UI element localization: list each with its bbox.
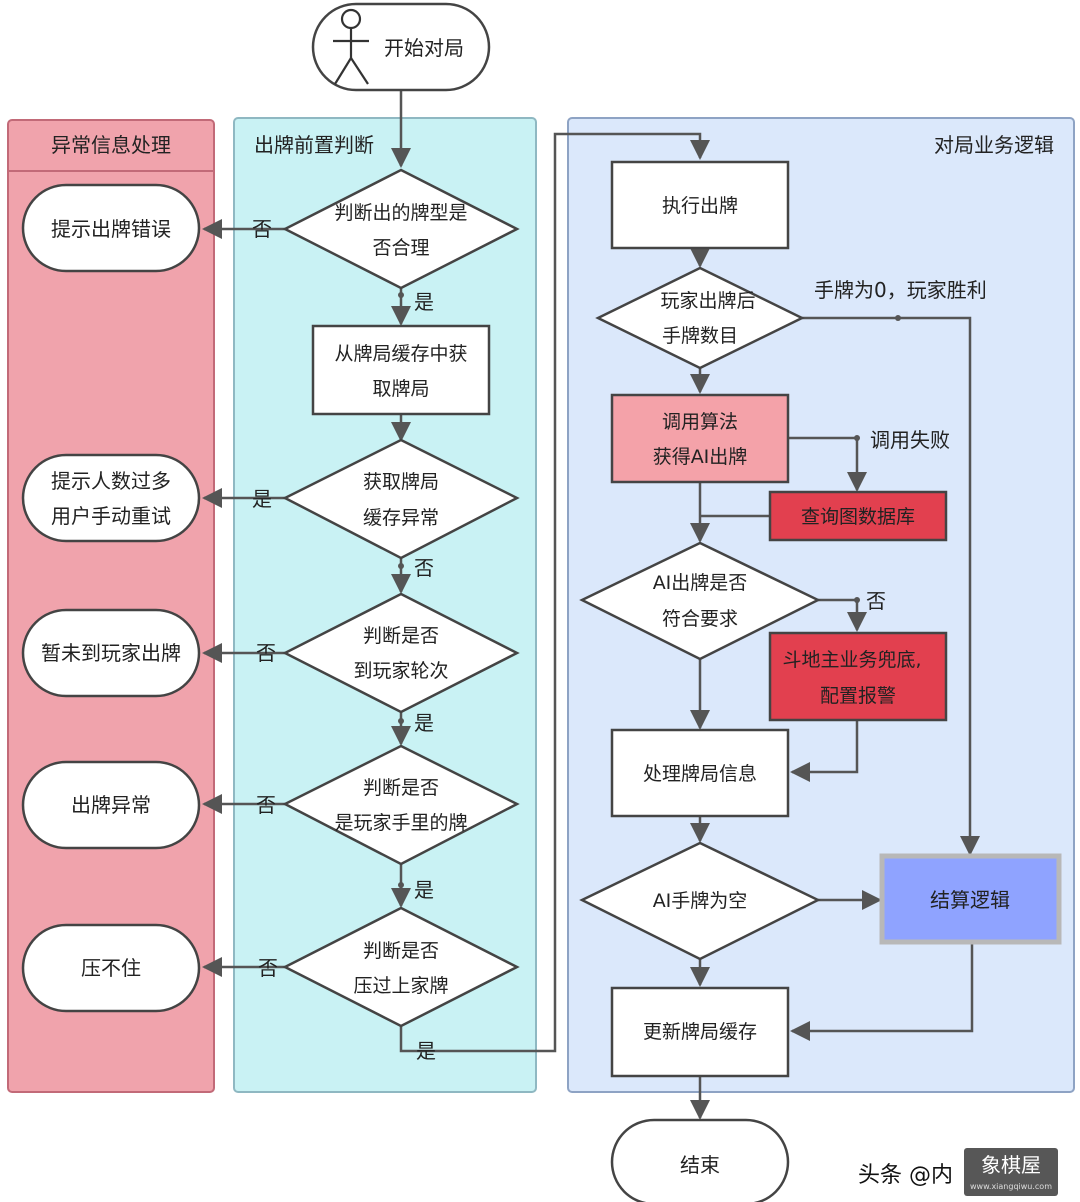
- watermark: 头条 @内 象棋屋 www.xiangqiwu.com: [858, 1148, 1058, 1196]
- exception-node-wrong-card: 提示出牌错误: [51, 217, 171, 241]
- start-label: 开始对局: [384, 36, 464, 60]
- exception-node-play-error: 出牌异常: [71, 793, 151, 817]
- d3-line1: 判断是否: [363, 625, 439, 647]
- lane-title-business: 对局业务逻辑: [934, 133, 1054, 157]
- edge-label-aiok-no: 否: [866, 589, 886, 613]
- algo-line2: 获得AI出牌: [653, 446, 748, 468]
- edge-label-d1-no: 否: [252, 217, 272, 241]
- count-line2: 手牌数目: [662, 325, 738, 347]
- p1-line1: 从牌局缓存中获: [334, 343, 467, 365]
- fallback-line1: 斗地主业务兜底,: [782, 649, 921, 671]
- watermark-logo: 象棋屋: [981, 1153, 1041, 1177]
- precheck-nodes: 判断出的牌型是 否合理 从牌局缓存中获 取牌局 获取牌局 缓存异常 判断是否 到…: [282, 168, 520, 1028]
- update-label: 更新牌局缓存: [643, 1021, 757, 1043]
- edge-label-d5-no: 否: [258, 956, 278, 980]
- end-node: 结束: [610, 1118, 790, 1202]
- actor-icon: [333, 8, 369, 85]
- edge-label-win: 手牌为0，玩家胜利: [814, 278, 987, 302]
- exception-node-too-many-line1: 提示人数过多: [51, 469, 171, 493]
- exception-node-too-many-line2: 用户手动重试: [51, 504, 171, 528]
- edge-label-d2-yes: 是: [252, 487, 272, 511]
- d4-line2: 是玩家手里的牌: [334, 812, 467, 834]
- edge-fallback-to-process: [790, 720, 859, 782]
- edge-label-d3-yes: 是: [414, 711, 434, 735]
- edge-label-d1-yes: 是: [414, 290, 434, 314]
- exception-terminals: 提示出牌错误 提示人数过多 用户手动重试 暂未到玩家出牌 出牌异常 压不住: [21, 183, 201, 1013]
- lane-exception: 异常信息处理: [7, 119, 215, 1093]
- watermark-source: 头条 @内: [858, 1163, 953, 1188]
- exception-node-not-turn: 暂未到玩家出牌: [41, 641, 181, 665]
- edge-label-fail: 调用失败: [870, 428, 950, 452]
- business-nodes: 执行出牌 玩家出牌后 手牌数目 调用算法 获得AI出牌 查询图数据库 AI出牌是…: [579, 160, 1062, 1078]
- lane-title-exception: 异常信息处理: [51, 133, 171, 157]
- settle-label: 结算逻辑: [930, 888, 1010, 912]
- edge-count-win-to-settle: [802, 316, 980, 856]
- lane-title-precheck: 出牌前置判断: [254, 133, 374, 157]
- edge-settle-to-update: [790, 944, 974, 1041]
- d3-line2: 到玩家轮次: [353, 660, 448, 682]
- edge-label-d5-yes: 是: [416, 1039, 436, 1063]
- p1-line2: 取牌局: [372, 378, 429, 400]
- watermark-logo-url: www.xiangqiwu.com: [970, 1182, 1052, 1191]
- fallback-line2: 配置报警: [820, 685, 896, 707]
- edge-d5-yes-to-exec: [399, 132, 710, 1053]
- exception-node-cannot-beat: 压不住: [81, 956, 141, 980]
- end-label: 结束: [680, 1153, 720, 1177]
- edge-labels: 否 是 是 否 否 是 否 是 否 是 手牌为0，玩家胜利 调用失败 否: [252, 217, 987, 1063]
- aiok-line1: AI出牌是否: [653, 572, 748, 594]
- edge-label-d3-no: 否: [256, 641, 276, 665]
- d2-line2: 缓存异常: [363, 507, 439, 529]
- edge-dots: [398, 292, 901, 888]
- edge-label-d4-yes: 是: [414, 878, 434, 902]
- d1-line1: 判断出的牌型是: [334, 202, 467, 224]
- count-line1: 玩家出牌后: [660, 290, 755, 312]
- process-label: 处理牌局信息: [643, 763, 757, 785]
- d5-line2: 压过上家牌: [353, 975, 448, 997]
- d5-line1: 判断是否: [363, 940, 439, 962]
- exec-label: 执行出牌: [662, 195, 738, 217]
- edge-label-d4-no: 否: [256, 793, 276, 817]
- start-node: 开始对局: [311, 2, 491, 92]
- d1-line2: 否合理: [372, 237, 429, 259]
- d4-line1: 判断是否: [363, 777, 439, 799]
- d2-line1: 获取牌局: [363, 471, 439, 493]
- graph-label: 查询图数据库: [801, 506, 915, 528]
- algo-line1: 调用算法: [662, 411, 738, 433]
- aiempty-label: AI手牌为空: [653, 890, 748, 912]
- edge-label-d2-no: 否: [414, 556, 434, 580]
- aiok-line2: 符合要求: [662, 608, 738, 630]
